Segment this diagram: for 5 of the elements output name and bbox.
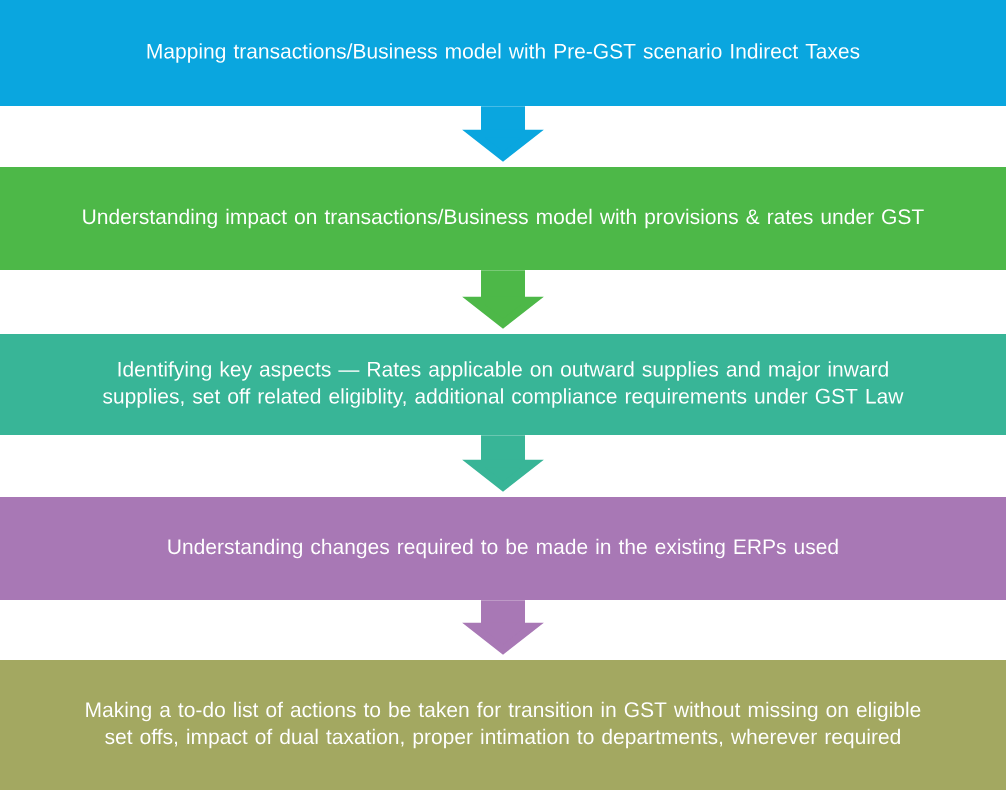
process-box: Identifying key aspects — Rates applicable on outward supplies and major inward supplies, set off related eligiblity, additional compliance requirements under GST Law bbox=[0, 334, 1006, 435]
process-box: Understanding changes required to be made in the existing ERPs used bbox=[0, 497, 1006, 600]
process-box: Making a to-do list of actions to be taken for transition in GST without missing on eligible set offs, impact of dual taxation, proper intimation to departments, wherever required bbox=[0, 660, 1006, 790]
process-box: Understanding impact on transactions/Business model with provisions & rates under GST bbox=[0, 167, 1006, 270]
process-box: Mapping transactions/Business model with Pre-GST scenario Indirect Taxes bbox=[0, 0, 1006, 106]
